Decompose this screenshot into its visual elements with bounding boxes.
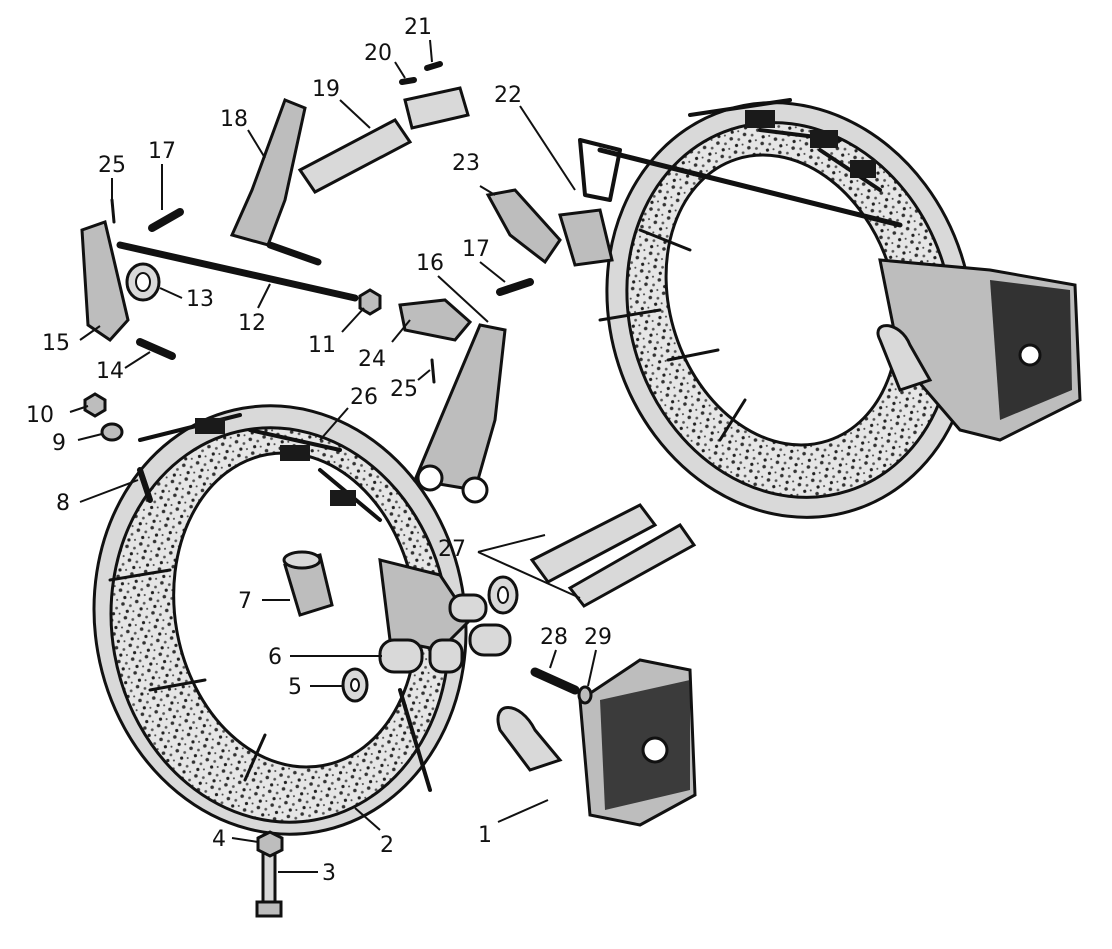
washer-part-29 xyxy=(577,685,593,705)
rod-part-12 xyxy=(116,241,359,302)
label-25-top: 25 xyxy=(98,153,126,178)
pin-part-21 xyxy=(424,61,443,71)
nut-part-10 xyxy=(83,392,107,418)
cotter-pin-25-a xyxy=(110,198,116,224)
label-11: 11 xyxy=(308,333,336,358)
pin-part-8 xyxy=(137,467,153,503)
label-23: 23 xyxy=(452,151,480,176)
label-7: 7 xyxy=(238,589,252,614)
label-4: 4 xyxy=(212,827,226,852)
label-27: 27 xyxy=(438,537,466,562)
part-labels: 1 2 3 4 5 6 7 8 9 10 11 12 13 14 15 16 1… xyxy=(26,15,612,886)
label-9: 9 xyxy=(52,431,66,456)
pins-part-27 xyxy=(529,503,697,608)
label-3: 3 xyxy=(322,861,336,886)
pin-part-20 xyxy=(399,77,417,85)
bushing-part-7 xyxy=(282,550,334,617)
nut-part-11 xyxy=(358,288,382,316)
label-6: 6 xyxy=(268,645,282,670)
label-19: 19 xyxy=(312,77,340,102)
label-2: 2 xyxy=(380,833,394,858)
pin-part-19 xyxy=(297,118,413,194)
clevis-part-23 xyxy=(485,188,562,265)
label-21: 21 xyxy=(404,15,432,40)
label-15: 15 xyxy=(42,331,70,356)
bolt-part-28 xyxy=(530,667,580,695)
bolt-part-14 xyxy=(136,338,176,360)
bolt-part-17-b xyxy=(496,278,534,296)
cotter-pin-25-b xyxy=(430,358,436,384)
bolt-part-17-a xyxy=(148,208,184,232)
label-17-right: 17 xyxy=(462,237,490,262)
label-8: 8 xyxy=(56,491,70,516)
label-22: 22 xyxy=(494,83,522,108)
label-12: 12 xyxy=(238,311,266,336)
assembled-brake-band xyxy=(558,98,1082,519)
label-13: 13 xyxy=(186,287,214,312)
bolt-part-3 xyxy=(255,848,283,918)
bracket-part-1 xyxy=(496,658,697,827)
clevis-part-24 xyxy=(398,298,473,342)
label-24: 24 xyxy=(358,347,386,372)
nut-part-4 xyxy=(256,830,284,858)
label-28: 28 xyxy=(540,625,568,650)
label-17-top: 17 xyxy=(148,139,176,164)
label-18: 18 xyxy=(220,107,248,132)
washer-part-9 xyxy=(100,422,124,442)
label-10: 10 xyxy=(26,403,54,428)
label-16: 16 xyxy=(416,251,444,276)
leader-lines xyxy=(69,39,597,873)
label-5: 5 xyxy=(288,675,302,700)
label-25-mid: 25 xyxy=(390,377,418,402)
label-14: 14 xyxy=(96,359,124,384)
label-29: 29 xyxy=(584,625,612,650)
lever-part-15 xyxy=(80,220,130,342)
label-20: 20 xyxy=(364,41,392,66)
label-1: 1 xyxy=(478,823,492,848)
label-26: 26 xyxy=(350,385,378,410)
